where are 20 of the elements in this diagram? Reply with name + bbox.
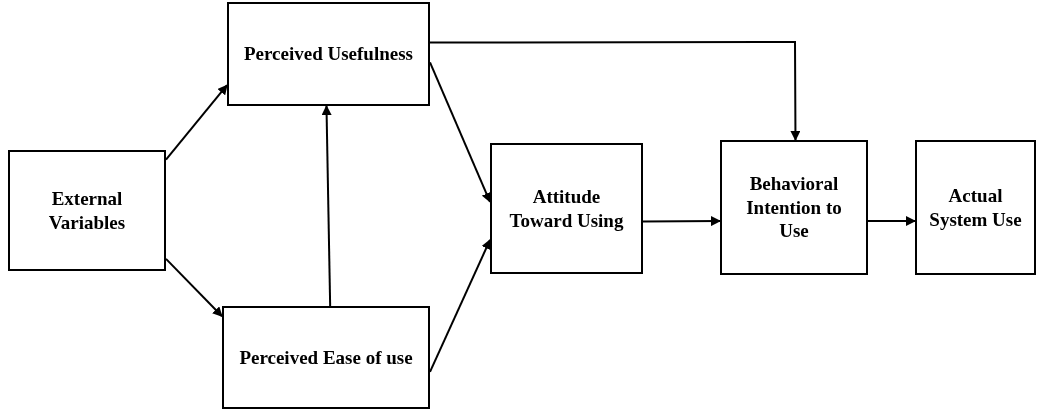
arrow — [429, 61, 492, 203]
process-box — [227, 2, 430, 106]
arrow — [642, 216, 721, 227]
box-label: Behavioral Intention to Use — [745, 171, 843, 244]
box-label: Attitude Toward Using — [508, 184, 625, 233]
process-box — [8, 150, 166, 271]
arrow — [321, 105, 332, 307]
process-box — [490, 143, 643, 274]
arrow — [867, 216, 916, 226]
box-label: Perceived Usefulness — [243, 42, 413, 66]
arrow — [165, 257, 223, 318]
arrow — [429, 41, 801, 141]
process-box — [915, 140, 1036, 275]
process-box — [222, 306, 430, 409]
arrow — [165, 84, 228, 161]
box-label: Actual System Use — [928, 183, 1023, 232]
box-label: Perceived Ease of use — [239, 345, 413, 370]
process-box — [720, 140, 868, 275]
arrow — [429, 238, 491, 373]
box-label: External Variables — [47, 186, 127, 235]
